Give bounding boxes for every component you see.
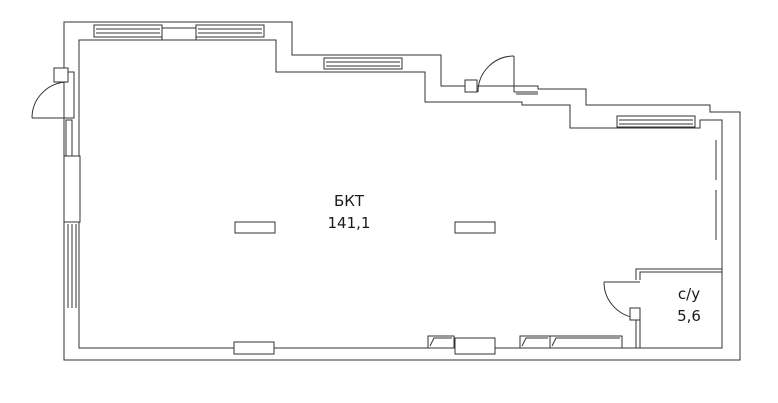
wall-pier-top [161,27,197,41]
room-label-main: БКТ 141,1 [309,190,389,234]
window-top-4 [616,115,696,128]
bottom-radiators [427,335,623,349]
bottom-pier-1 [233,341,275,355]
room-area-main: 141,1 [327,214,371,232]
entrance-door-top [464,55,538,95]
inner-wall [78,39,723,349]
outer-wall [63,21,741,361]
bathroom-door [603,281,641,321]
window-top-2 [195,24,265,38]
entrance-door-left [31,67,75,119]
room-label-bathroom: с/у 5,6 [651,283,727,327]
window-top-1 [93,24,163,38]
room-name-main: БКТ [333,192,365,210]
column-1 [234,221,276,234]
room-name-bathroom: с/у [677,285,701,303]
window-top-3 [323,57,403,70]
bathroom-walls [635,268,722,348]
room-area-bathroom: 5,6 [677,307,701,325]
column-2 [454,221,496,234]
bottom-pier-2 [454,337,496,355]
window-left [63,119,81,308]
